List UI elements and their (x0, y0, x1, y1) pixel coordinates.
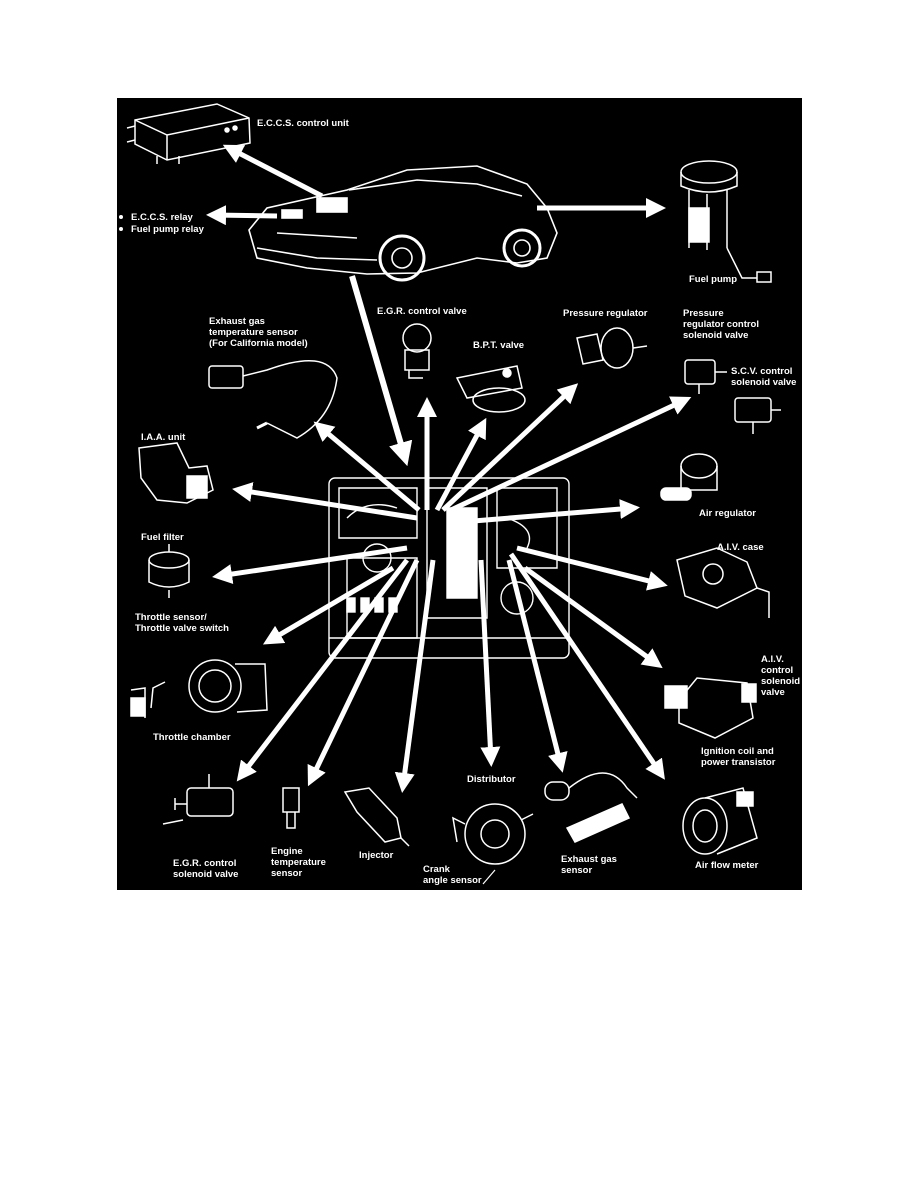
ignition-coil-illustration (678, 677, 754, 739)
pressure-regulator-solenoid-illustration (684, 359, 716, 385)
component-illustrations (130, 323, 781, 865)
exhaust-gas-sensor-illustration (544, 781, 570, 801)
fuel-pump-relay-label: Fuel pump relay (131, 224, 204, 235)
diagram-artwork (126, 103, 781, 885)
fuel-pump-label: Fuel pump (689, 274, 738, 285)
bullet-icon (119, 214, 123, 219)
scv-solenoid-label: S.C.V. control solenoid valve (731, 366, 797, 388)
pressure-regulator-solenoid-label: Pressure regulator control solenoid valv… (683, 308, 760, 341)
injector-illustration (343, 787, 402, 843)
egr-control-valve-label: E.G.R. control valve (377, 306, 467, 317)
relay-list: E.C.C.S. relay Fuel pump relay (117, 212, 204, 236)
air-regulator-label: Air regulator (699, 508, 757, 519)
pointer-arrows (206, 144, 692, 885)
engine-temp-sensor-illustration (282, 787, 300, 813)
fuel-filter-label: Fuel filter (141, 532, 184, 543)
crank-angle-sensor-label: Crank angle sensor (423, 864, 482, 886)
eccs-control-unit-illustration (126, 103, 251, 164)
component-location-diagram: E.C.C.S. relay Fuel pump relay E.C.C.S. … (117, 98, 802, 890)
air-regulator-illustration (680, 453, 718, 479)
iaa-unit-label: I.A.A. unit (141, 432, 186, 443)
bullet-icon (119, 226, 123, 231)
injector-label: Injector (359, 850, 394, 861)
egr-solenoid-label: E.G.R. control solenoid valve (173, 858, 239, 880)
car-illustration (248, 165, 558, 282)
throttle-sensor-label: Throttle sensor/ Throttle valve switch (135, 612, 229, 634)
throttle-chamber-illustration (188, 659, 242, 713)
exhaust-gas-sensor-label: Exhaust gas sensor (561, 854, 617, 876)
iaa-unit-illustration (138, 442, 214, 504)
bpt-valve-illustration (472, 387, 526, 413)
exhaust-temp-sensor-label: Exhaust gas temperature sensor (For Cali… (209, 316, 308, 349)
fuel-pump-illustration (680, 160, 772, 283)
eccs-relay-label: E.C.C.S. relay (131, 212, 193, 223)
distributor-illustration (464, 803, 526, 865)
egr-control-valve-illustration (402, 323, 432, 353)
distributor-label: Distributor (467, 774, 516, 785)
eccs-control-unit-label: E.C.C.S. control unit (257, 118, 349, 129)
pressure-regulator-label: Pressure regulator (563, 308, 648, 319)
engine-temp-sensor-label: Engine temperature sensor (271, 846, 326, 879)
pressure-regulator-illustration (576, 333, 604, 365)
exhaust-temp-sensor-illustration (208, 365, 244, 389)
bpt-valve-label: B.P.T. valve (473, 340, 525, 351)
scv-solenoid-illustration (734, 397, 772, 423)
aiv-case-illustration (676, 547, 758, 609)
air-flow-meter-illustration (682, 797, 728, 855)
ignition-coil-label: Ignition coil and power transistor (701, 746, 776, 768)
air-flow-meter-label: Air flow meter (695, 860, 759, 871)
fuel-filter-illustration (148, 551, 190, 569)
relay-list-item: Fuel pump relay (117, 224, 204, 236)
egr-solenoid-illustration (186, 787, 234, 817)
throttle-chamber-label: Throttle chamber (153, 732, 231, 743)
relay-list-item: E.C.C.S. relay (117, 212, 204, 224)
aiv-case-label: A.I.V. case (717, 542, 764, 553)
aiv-solenoid-label: A.I.V. control solenoid valve (761, 654, 801, 698)
